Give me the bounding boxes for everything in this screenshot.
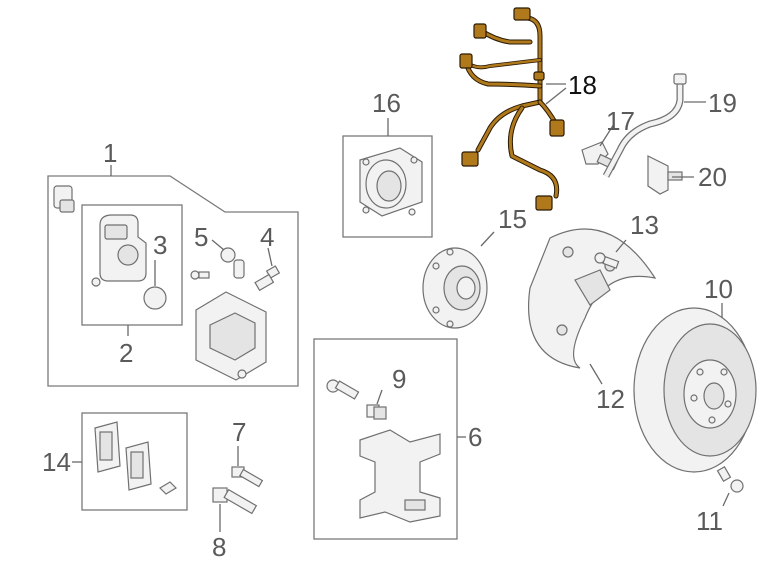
callout-10: 10	[704, 274, 733, 304]
caliper-housing-part	[91, 214, 147, 287]
caliper-carrier-group	[313, 338, 466, 540]
brake-pad-outer-part	[125, 441, 152, 491]
caliper-carrier-box	[313, 338, 458, 540]
callout-15: 15	[498, 204, 527, 234]
pad-clip-part	[159, 481, 177, 495]
bleeder-cap-part	[53, 185, 75, 213]
carrier-bolt-part	[326, 379, 360, 400]
callout-20: 20	[698, 162, 727, 192]
callout-6: 6	[468, 422, 482, 452]
callout-5: 5	[194, 222, 208, 252]
callout-13: 13	[630, 210, 659, 240]
callout-12: 12	[596, 384, 625, 414]
callout-19: 19	[708, 88, 737, 118]
brake-pad-inner-part	[94, 421, 121, 473]
hose-bracket-part	[647, 155, 694, 195]
callout-3: 3	[153, 230, 167, 260]
caliper-assembly-group	[47, 165, 299, 387]
brake-hose-part	[602, 73, 706, 178]
caliper-housing-box	[81, 204, 183, 326]
callout-1: 1	[103, 138, 117, 168]
callout-2: 2	[119, 338, 133, 368]
caliper-body-part	[195, 291, 267, 381]
callout-14: 14	[42, 447, 71, 477]
caliper-bolt-small-part	[231, 446, 264, 488]
brake-pads-group	[72, 412, 188, 511]
callout-18: 18	[568, 70, 597, 100]
callout-8: 8	[212, 532, 226, 562]
callout-7: 7	[232, 417, 246, 447]
bleeder-screw-part	[254, 265, 281, 292]
wheel-bearing-part	[359, 147, 423, 217]
callout-9: 9	[392, 364, 406, 394]
callout-16: 16	[372, 88, 401, 118]
splash-shield-part	[528, 228, 657, 385]
brake-rotor-part	[633, 303, 757, 473]
caliper-carrier-part	[359, 429, 441, 523]
guide-pin-boot-part	[190, 247, 245, 280]
caliper-assembly-box	[47, 175, 299, 387]
piston-seal-ring-part	[143, 286, 167, 310]
caliper-bolt-large-part	[212, 487, 258, 532]
shield-bolt-part	[594, 239, 627, 269]
guide-bushing-part	[366, 404, 387, 420]
callout-17: 17	[606, 106, 635, 136]
rotor-screw-part	[716, 465, 744, 507]
wheel-bearing-group	[342, 118, 433, 238]
callout-4: 4	[260, 222, 274, 252]
wheel-hub-part	[422, 231, 495, 329]
wiring-harness-part	[459, 7, 567, 211]
callout-11: 11	[696, 506, 723, 536]
